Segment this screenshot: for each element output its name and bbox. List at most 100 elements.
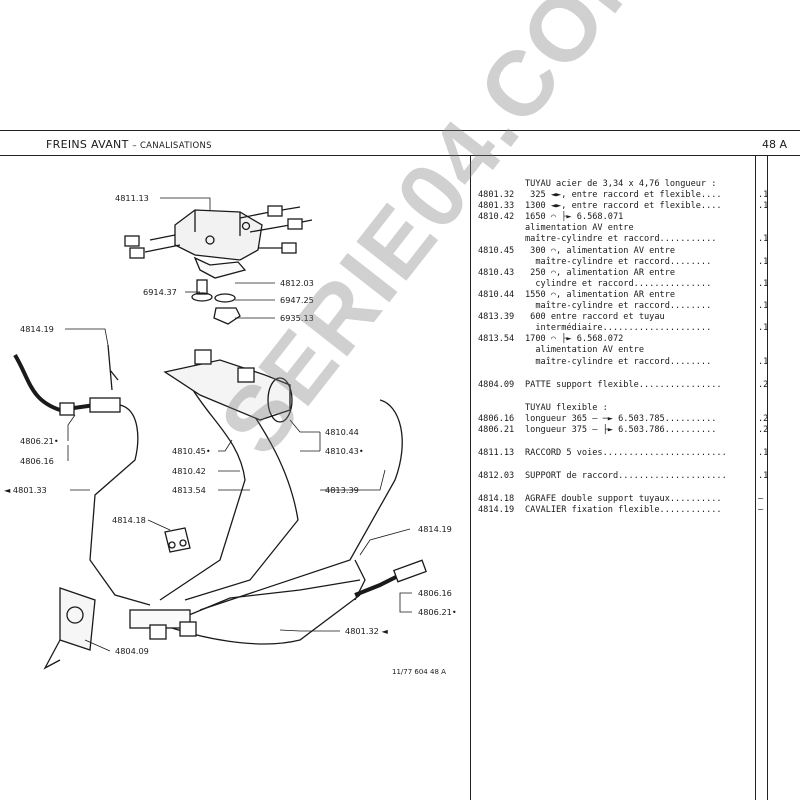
- page-title-main: FREINS AVANT: [46, 138, 129, 151]
- page-title: FREINS AVANT – CANALISATIONS: [46, 138, 212, 151]
- part-qty: .1: [758, 301, 769, 312]
- part-desc: SUPPORT de raccord.....................: [525, 471, 727, 482]
- callout-4812-03: 4812.03: [280, 278, 314, 288]
- callout-4804-09: 4804.09: [115, 646, 149, 656]
- callout-4801-32: 4801.32 ◄: [345, 626, 388, 636]
- right-flexible-hose: [354, 559, 427, 601]
- hose-bracket-plate: [43, 587, 96, 670]
- parts-list-row: 4801.33 1300 ◄►, entre raccord et flexibl…: [478, 201, 800, 212]
- parts-list-row: 4806.16 longueur 365 – ─► 6.503.785......…: [478, 414, 800, 425]
- callout-4813-39: 4813.39: [325, 485, 359, 495]
- part-desc: maître-cylindre et raccord........: [525, 256, 712, 267]
- callout-6935-13: 6935.13: [280, 313, 314, 323]
- part-desc: TUYAU flexible :: [525, 402, 608, 413]
- part-desc: 250 ⌒, alimentation AR entre: [525, 267, 676, 278]
- parts-list-row: 4810.43 250 ⌒, alimentation AR entre: [478, 268, 800, 279]
- callout-4810-44: 4810.44: [325, 427, 359, 437]
- part-qty: .1: [758, 356, 769, 367]
- part-ref: 4806.16: [478, 413, 515, 424]
- parts-list-row: maître-cylindre et raccord........ .1: [478, 257, 800, 268]
- part-desc: alimentation AV entre: [525, 223, 634, 234]
- parts-list-row: cylindre et raccord................1: [478, 279, 800, 290]
- footer-reference: 11/77 604 48 A: [392, 668, 446, 676]
- fasteners: [191, 279, 241, 325]
- parts-list-gap: [478, 482, 800, 494]
- callout-4806-16-left: 4806.16: [20, 456, 54, 466]
- part-desc: 300 ⌒, alimentation AV entre: [525, 245, 676, 256]
- callout-4806-21-left: 4806.21•: [20, 436, 59, 446]
- double-clip: [164, 527, 191, 553]
- part-desc: PATTE support flexible................: [525, 379, 722, 390]
- part-ref: 4801.33: [478, 201, 515, 212]
- parts-list-row: maître-cylindre et raccord............1: [478, 234, 800, 245]
- parts-list-row: maître-cylindre et raccord........ .1: [478, 301, 800, 312]
- column-rule-qty: [755, 155, 756, 800]
- support-bracket: [193, 256, 247, 279]
- part-desc: 1550 ⌒, alimentation AR entre: [525, 289, 676, 300]
- part-ref: 4813.54: [478, 334, 515, 345]
- callout-4801-33: ◄ 4801.33: [4, 485, 47, 495]
- part-qty: .1: [758, 201, 769, 212]
- part-desc: longueur 365 – ─► 6.503.785..........: [525, 413, 717, 424]
- part-ref: 4813.39: [478, 312, 515, 323]
- part-qty: –: [758, 494, 764, 505]
- part-ref: 4811.13: [478, 447, 515, 458]
- part-ref: 4810.42: [478, 212, 515, 223]
- part-ref: 4814.18: [478, 494, 515, 505]
- parts-list-row: alimentation AV entre: [478, 223, 800, 234]
- callout-4810-43: 4810.43•: [325, 446, 364, 456]
- callout-6914-37: 6914.37: [143, 287, 177, 297]
- parts-list-row: alimentation AV entre: [478, 345, 800, 356]
- parts-list-row: 4810.45 300 ⌒, alimentation AV entre: [478, 246, 800, 257]
- part-qty: .1: [758, 471, 769, 482]
- part-ref: 4814.19: [478, 505, 515, 516]
- parts-list-row: 4801.32 325 ◄►, entre raccord et flexibl…: [478, 190, 800, 201]
- column-rule-left: [470, 155, 471, 800]
- part-qty: .2: [758, 379, 769, 390]
- left-flexible-hose: [13, 344, 121, 416]
- parts-list-gap: [478, 368, 800, 380]
- callout-4814-19-right: 4814.19: [418, 524, 452, 534]
- callout-6947-25: 6947.25: [280, 295, 314, 305]
- parts-list-row: TUYAU flexible :: [478, 403, 800, 414]
- part-desc: cylindre et raccord...............: [525, 278, 712, 289]
- part-qty: .1: [758, 447, 769, 458]
- parts-list-row: 4814.19 CAVALIER fixation flexible.......…: [478, 505, 800, 516]
- parts-list-gap: [478, 436, 800, 448]
- part-desc: AGRAFE double support tuyaux..........: [525, 494, 722, 505]
- leader-lines: [65, 197, 412, 652]
- parts-list: TUYAU acier de 3,34 x 4,76 longueur :480…: [478, 179, 800, 516]
- callout-4810-42: 4810.42: [172, 466, 206, 476]
- part-ref: 4812.03: [478, 471, 515, 482]
- parts-list-row: 4814.18 AGRAFE double support tuyaux.....…: [478, 494, 800, 505]
- part-ref: 4801.32: [478, 190, 515, 201]
- part-qty: .1: [758, 190, 769, 201]
- part-qty: .1: [758, 323, 769, 334]
- part-ref: 4810.43: [478, 267, 515, 278]
- part-desc: TUYAU acier de 3,34 x 4,76 longueur :: [525, 179, 717, 189]
- header-rule-bottom: [0, 155, 800, 156]
- part-qty: .2: [758, 413, 769, 424]
- parts-list-row: intermédiaire......................1: [478, 323, 800, 334]
- part-desc: 325 ◄►, entre raccord et flexible....: [525, 190, 722, 201]
- parts-list-row: maître-cylindre et raccord.........1: [478, 357, 800, 368]
- part-desc: 1300 ◄►, entre raccord et flexible....: [525, 201, 722, 212]
- page-title-sub: – CANALISATIONS: [132, 141, 212, 151]
- part-desc: maître-cylindre et raccord........: [525, 301, 712, 312]
- callout-4813-54: 4813.54: [172, 485, 206, 495]
- part-desc: CAVALIER fixation flexible............: [525, 505, 722, 516]
- part-ref: 4806.21: [478, 424, 515, 435]
- union-block: [129, 609, 197, 640]
- parts-list-row: 4811.13 RACCORD 5 voies..................…: [478, 448, 800, 459]
- parts-list-row: 4813.54 1700 ⌒ ├► 6.568.072: [478, 334, 800, 345]
- callout-4806-16-right: 4806.16: [418, 588, 452, 598]
- callout-4810-45: 4810.45•: [172, 446, 211, 456]
- part-qty: .1: [758, 256, 769, 267]
- part-desc: 1700 ⌒ ├► 6.568.072: [525, 334, 624, 345]
- part-desc: RACCORD 5 voies........................: [525, 447, 727, 458]
- part-qty: –: [758, 505, 764, 516]
- part-qty: .2: [758, 424, 769, 435]
